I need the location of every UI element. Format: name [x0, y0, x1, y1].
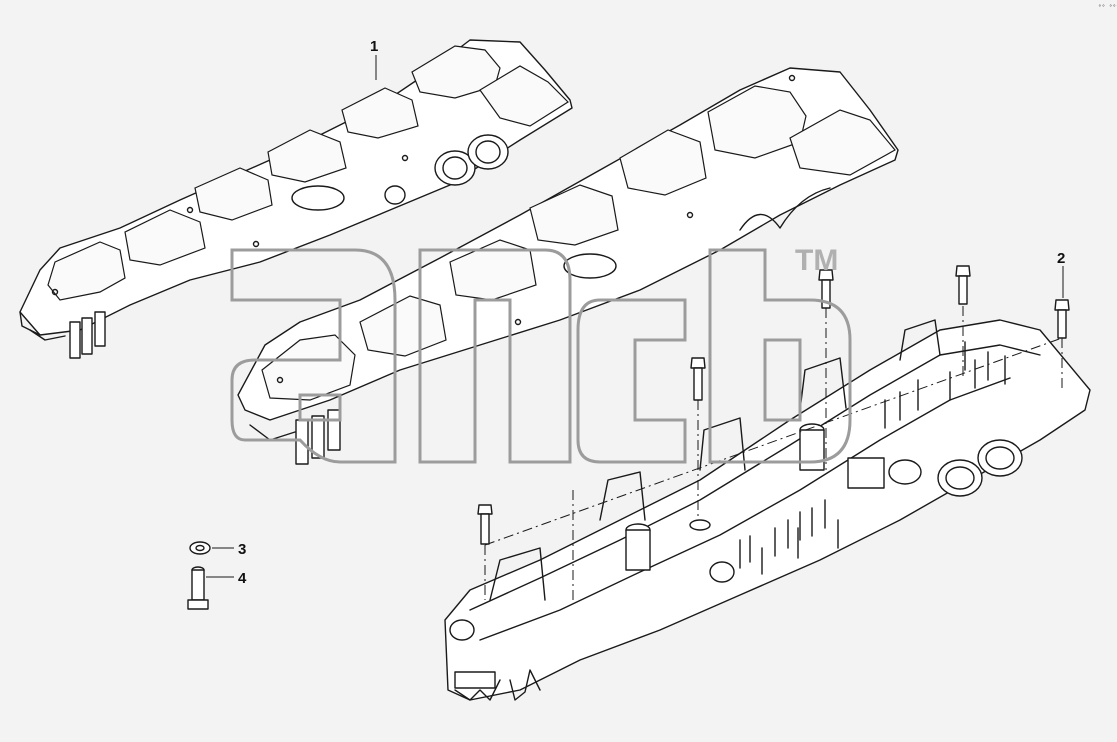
bolt	[477, 504, 493, 545]
bolt	[955, 265, 971, 305]
bolt	[690, 357, 706, 401]
valve-cover-middle	[237, 67, 899, 465]
callout-1: 1	[370, 38, 378, 55]
assembly-lines	[484, 306, 1063, 600]
callout-4: 4	[238, 570, 247, 587]
callout-2: 2	[1057, 250, 1065, 267]
stud-bolt	[187, 566, 209, 610]
valve-cover-housing	[444, 319, 1091, 701]
washer	[189, 541, 211, 555]
corner-code: °° °°°	[1098, 4, 1117, 11]
leader-lines	[206, 55, 1064, 578]
callout-3: 3	[238, 541, 246, 558]
watermark-trademark: TM	[795, 244, 838, 277]
valve-cover-left	[19, 39, 573, 359]
bolt	[1054, 299, 1070, 339]
watermark-logo: TM	[230, 244, 852, 464]
bolt	[818, 269, 834, 309]
